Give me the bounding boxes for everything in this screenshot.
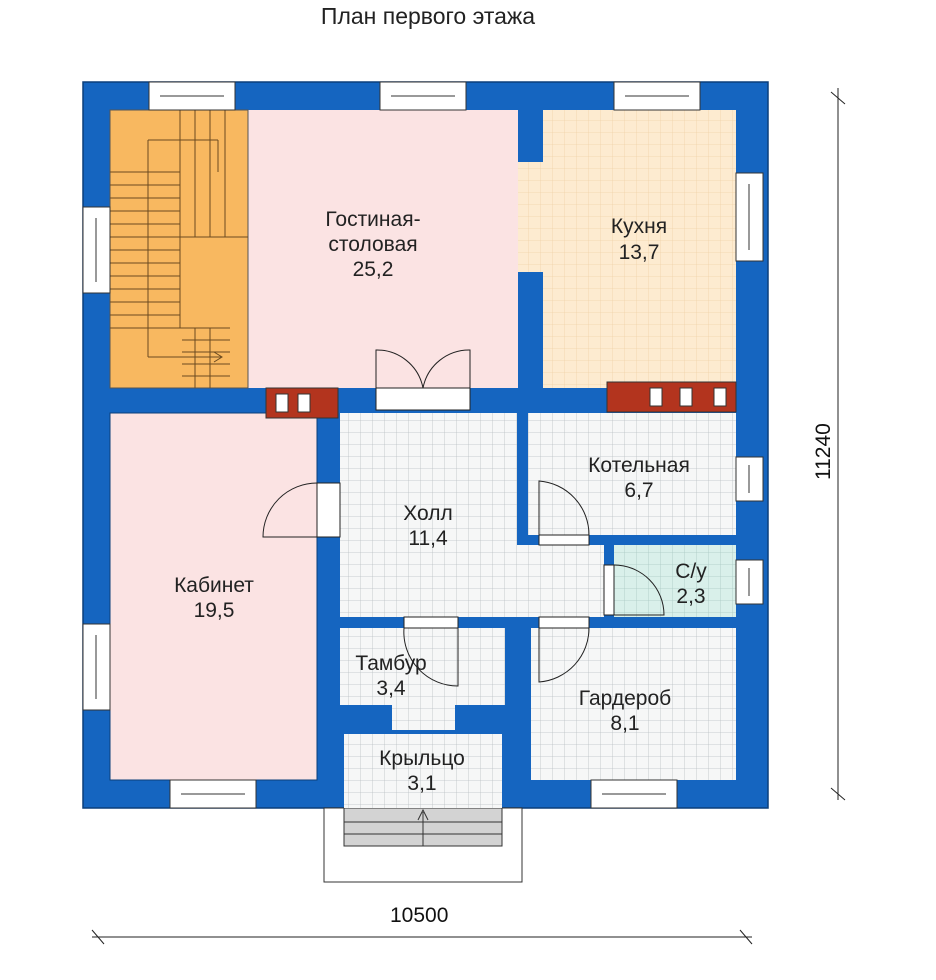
- stair-steps: [110, 110, 248, 388]
- plan-title: План первого этажа: [321, 3, 535, 29]
- boiler-name: Котельная: [588, 454, 690, 477]
- width-dimension: 10500: [390, 904, 448, 927]
- chimney-right: [606, 381, 737, 413]
- wardrobe-area: 8,1: [610, 712, 639, 735]
- boiler-area: 6,7: [624, 479, 653, 502]
- chimney-left: [265, 387, 339, 419]
- living-name-2: столовая: [328, 233, 417, 256]
- office-area: 19,5: [194, 599, 235, 622]
- bath-area: 2,3: [676, 585, 705, 608]
- living-area: 25,2: [353, 258, 394, 281]
- room-hall: [340, 413, 604, 617]
- room-boiler: [528, 413, 736, 535]
- hall-name: Холл: [403, 502, 453, 525]
- living-name-1: Гостиная-: [325, 208, 420, 231]
- kitchen-name: Кухня: [611, 215, 667, 238]
- porch-name: Крыльцо: [379, 747, 465, 770]
- room-bath: [614, 545, 736, 617]
- porch-steps: [323, 807, 523, 883]
- kitchen-area: 13,7: [619, 241, 660, 264]
- hall-area: 11,4: [408, 527, 448, 550]
- office-name: Кабинет: [174, 574, 254, 597]
- porch-area: 3,1: [407, 772, 436, 795]
- dimension-horizontal: [91, 929, 753, 945]
- dimension-vertical: [830, 88, 846, 801]
- vestibule-area: 3,4: [376, 677, 406, 700]
- room-vestibule: [340, 628, 505, 730]
- room-wardrobe: [531, 628, 736, 780]
- windows: [82, 81, 764, 809]
- staircase: [109, 109, 249, 389]
- vestibule-name: Тамбур: [355, 652, 426, 675]
- bath-name: С/у: [675, 560, 707, 583]
- doors: [262, 349, 665, 687]
- height-dimension: 11240: [812, 423, 835, 480]
- wardrobe-name: Гардероб: [579, 687, 671, 710]
- room-kitchen: [543, 110, 736, 388]
